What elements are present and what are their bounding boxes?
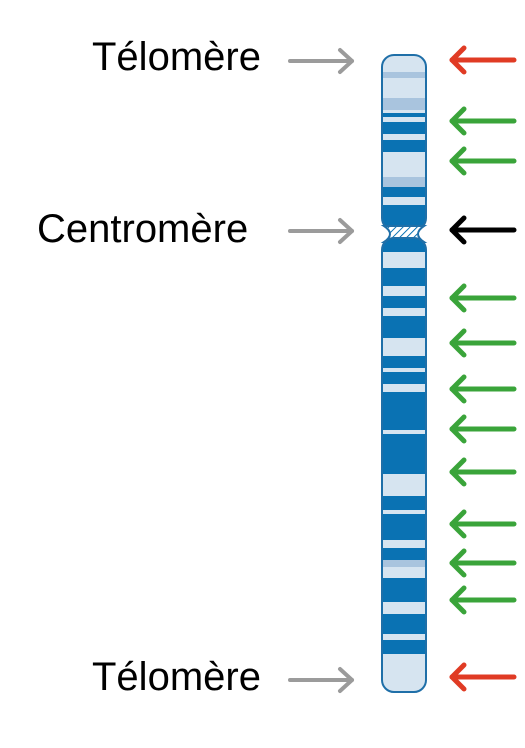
band-marker-arrow-6 xyxy=(449,414,517,444)
bottom-telomere-label: Télomère xyxy=(92,655,261,699)
bottom-telomere-marker-arrow xyxy=(449,662,517,692)
bottom-telomere-pointer-arrow xyxy=(288,667,354,693)
band-marker-arrow-5 xyxy=(449,374,517,404)
chromosome-lower-arm xyxy=(382,238,426,692)
centromere-marker-arrow xyxy=(449,215,517,245)
centromere-pointer-arrow xyxy=(288,218,354,244)
band-marker-arrow-2 xyxy=(449,146,517,176)
top-telomere-label: Télomère xyxy=(92,35,261,79)
band-marker-arrow-9 xyxy=(449,548,517,578)
band-marker-arrow-1 xyxy=(449,106,517,136)
band-marker-arrow-8 xyxy=(449,509,517,539)
band-marker-arrow-10 xyxy=(449,585,517,615)
band-marker-arrow-3 xyxy=(449,283,517,313)
centromere-label: Centromère xyxy=(37,207,249,251)
chromosome-upper-arm xyxy=(382,55,426,230)
top-telomere-pointer-arrow xyxy=(288,48,354,74)
band-marker-arrow-4 xyxy=(449,328,517,358)
top-telomere-marker-arrow xyxy=(449,45,517,75)
band-marker-arrow-7 xyxy=(449,457,517,487)
